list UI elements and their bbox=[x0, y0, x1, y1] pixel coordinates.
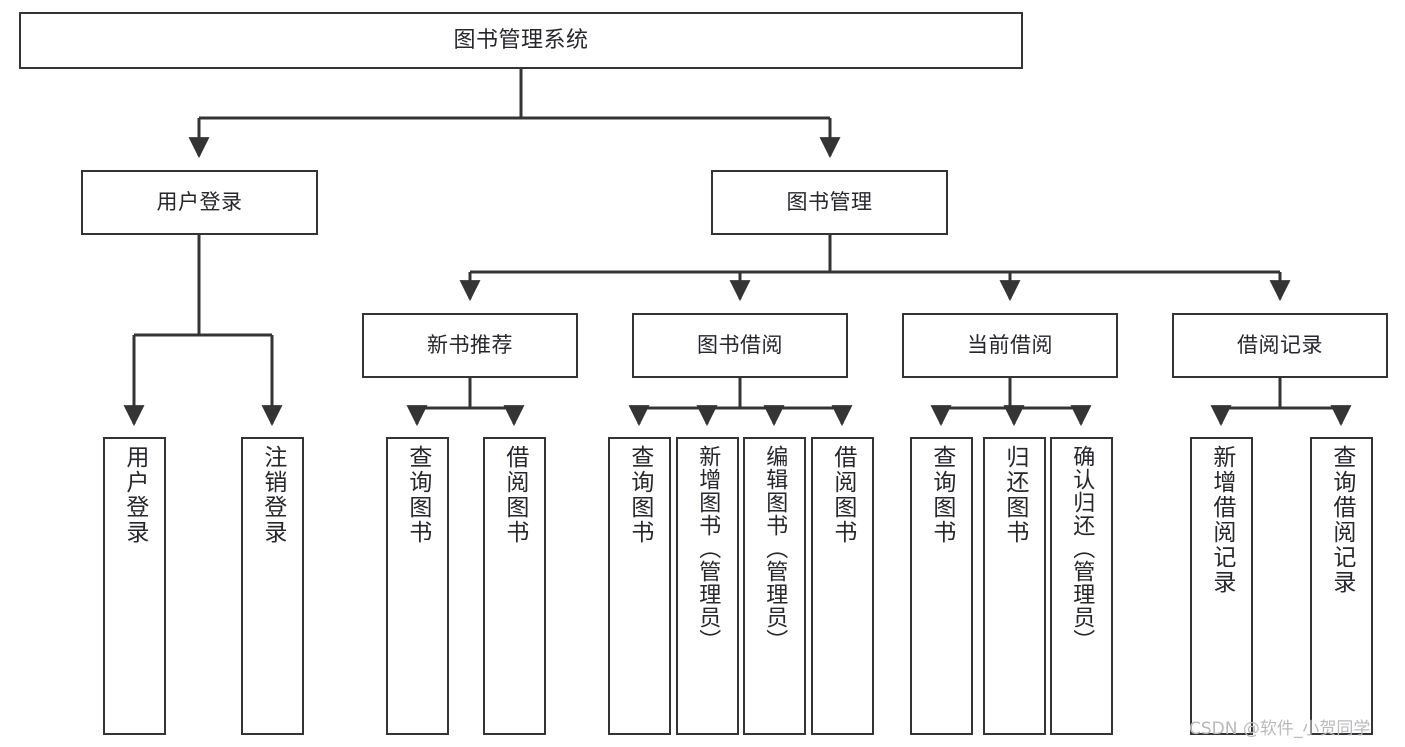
edge-group-current-borrow bbox=[930, 378, 1092, 427]
node-book-manage[interactable]: 图书管理 bbox=[711, 170, 948, 235]
node-leaf-query-book-3[interactable]: 查询图书 bbox=[910, 437, 973, 735]
node-leaf-borrow-book-2-label: 借阅图书 bbox=[829, 445, 856, 545]
node-book-borrow-label: 图书借阅 bbox=[697, 333, 783, 358]
node-leaf-confirm-return-label: 确认归还（管理员） bbox=[1069, 445, 1095, 652]
node-borrow-record[interactable]: 借阅记录 bbox=[1172, 313, 1388, 378]
node-leaf-add-book-label: 新增图书（管理员） bbox=[695, 445, 721, 652]
node-user-login[interactable]: 用户登录 bbox=[81, 170, 318, 235]
node-current-borrow[interactable]: 当前借阅 bbox=[902, 313, 1118, 378]
edge-group-user-login bbox=[123, 235, 283, 427]
node-leaf-query-book-2[interactable]: 查询图书 bbox=[608, 437, 671, 735]
edge-group-book-manage bbox=[459, 235, 1291, 302]
edge-group-book-borrow bbox=[628, 378, 853, 427]
node-book-borrow[interactable]: 图书借阅 bbox=[632, 313, 848, 378]
node-current-borrow-label: 当前借阅 bbox=[967, 333, 1053, 358]
node-leaf-return-book[interactable]: 归还图书 bbox=[983, 437, 1046, 735]
node-leaf-edit-book-label: 编辑图书（管理员） bbox=[762, 445, 788, 652]
node-new-book-rec[interactable]: 新书推荐 bbox=[362, 313, 578, 378]
node-leaf-borrow-book-1-label: 借阅图书 bbox=[501, 445, 528, 545]
node-leaf-query-record-label: 查询借阅记录 bbox=[1328, 445, 1355, 595]
node-leaf-return-book-label: 归还图书 bbox=[1001, 445, 1028, 545]
node-new-book-rec-label: 新书推荐 bbox=[427, 333, 513, 358]
node-leaf-query-book-3-label: 查询图书 bbox=[928, 445, 955, 545]
node-leaf-logout[interactable]: 注销登录 bbox=[241, 437, 304, 735]
node-leaf-user-login[interactable]: 用户登录 bbox=[103, 437, 166, 735]
node-book-manage-label: 图书管理 bbox=[786, 190, 873, 215]
node-leaf-query-book-1[interactable]: 查询图书 bbox=[386, 437, 449, 735]
node-leaf-add-record-label: 新增借阅记录 bbox=[1208, 445, 1235, 595]
node-leaf-query-book-1-label: 查询图书 bbox=[404, 445, 431, 545]
node-root[interactable]: 图书管理系统 bbox=[19, 12, 1023, 69]
node-leaf-user-login-label: 用户登录 bbox=[121, 445, 148, 545]
node-leaf-query-book-2-label: 查询图书 bbox=[626, 445, 653, 545]
node-leaf-add-book[interactable]: 新增图书（管理员） bbox=[676, 437, 739, 735]
edge-group-root bbox=[188, 69, 841, 159]
node-leaf-confirm-return[interactable]: 确认归还（管理员） bbox=[1050, 437, 1113, 735]
node-user-login-label: 用户登录 bbox=[156, 190, 243, 215]
node-leaf-borrow-book-1[interactable]: 借阅图书 bbox=[483, 437, 546, 735]
node-leaf-add-record[interactable]: 新增借阅记录 bbox=[1190, 437, 1253, 735]
node-borrow-record-label: 借阅记录 bbox=[1237, 333, 1323, 358]
csdn-watermark: CSDN @软件_小贺同学 bbox=[1189, 719, 1371, 739]
node-leaf-edit-book[interactable]: 编辑图书（管理员） bbox=[743, 437, 806, 735]
node-root-label: 图书管理系统 bbox=[453, 27, 589, 53]
node-leaf-logout-label: 注销登录 bbox=[259, 445, 286, 545]
node-leaf-query-record[interactable]: 查询借阅记录 bbox=[1310, 437, 1373, 735]
node-leaf-borrow-book-2[interactable]: 借阅图书 bbox=[811, 437, 874, 735]
edge-group-borrow-record bbox=[1210, 378, 1352, 427]
edge-group-new-book-rec bbox=[406, 378, 525, 427]
